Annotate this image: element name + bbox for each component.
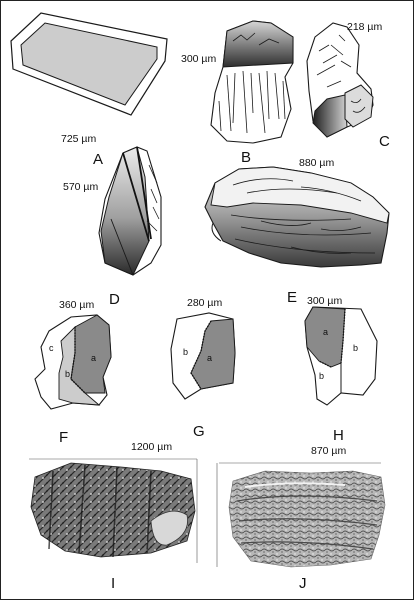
panel-j-label: J <box>299 575 307 592</box>
grain-c-scale: 218 µm <box>347 21 383 33</box>
grain-e-drawing <box>204 166 390 268</box>
grain-a-drawing <box>10 12 168 116</box>
grain-g-region-a: a <box>207 353 213 363</box>
grain-c-drawing <box>306 22 374 138</box>
panel-i-label: I <box>111 575 116 592</box>
grain-h-drawing <box>304 306 378 406</box>
panel-c-label: C <box>379 133 390 150</box>
grain-e-scale: 880 µm <box>299 157 335 169</box>
grain-a-scale: 725 µm <box>61 133 97 145</box>
grain-g-scale: 280 µm <box>187 297 223 309</box>
grain-f-scale: 360 µm <box>59 299 95 311</box>
grain-d-scale: 570 µm <box>63 181 99 193</box>
grain-i-scale: 1200 µm <box>131 441 173 453</box>
grain-f-region-b: b <box>65 369 71 379</box>
grain-f-drawing <box>34 314 112 410</box>
panel-b-label: B <box>241 149 252 166</box>
panel-g-label: G <box>193 423 205 440</box>
grain-f-region-a: a <box>91 353 97 363</box>
panel-e-label: E <box>287 289 298 306</box>
grain-j-photo <box>216 462 386 568</box>
grain-b-scale: 300 µm <box>181 53 217 65</box>
grain-f-region-c: c <box>49 343 54 353</box>
grain-h-scale: 300 µm <box>307 295 343 307</box>
panel-h-label: H <box>333 427 344 444</box>
panel-f-label: F <box>59 429 69 446</box>
grain-j-scale: 870 µm <box>311 445 347 457</box>
grain-g-region-b: b <box>183 347 189 357</box>
panel-a-label: A <box>93 151 104 168</box>
grain-i-photo <box>29 458 198 563</box>
grain-h-region-b-left: b <box>319 371 325 381</box>
grain-d-drawing <box>98 146 162 276</box>
grain-g-drawing <box>170 312 236 400</box>
grain-b-drawing <box>210 20 294 144</box>
grain-h-region-b-right: b <box>353 343 359 353</box>
panel-d-label: D <box>109 291 120 308</box>
grain-h-region-a: a <box>323 327 329 337</box>
